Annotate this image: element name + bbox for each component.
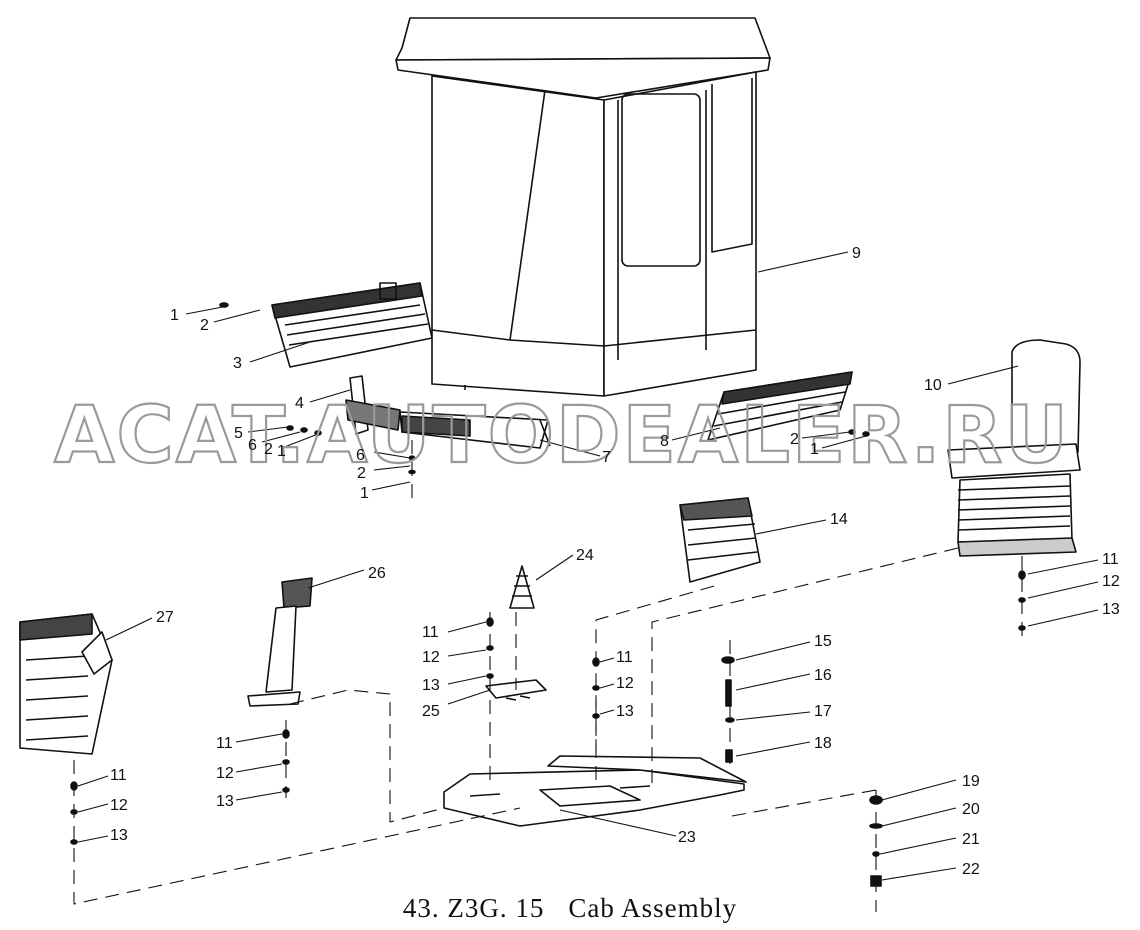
callout-13: 13 xyxy=(1102,601,1120,618)
callout-1: 1 xyxy=(170,307,179,324)
callout-13: 13 xyxy=(422,677,440,694)
callout-13: 13 xyxy=(616,703,634,720)
callout-11: 11 xyxy=(1102,551,1119,568)
callout-18: 18 xyxy=(814,735,832,752)
callout-20: 20 xyxy=(962,801,980,818)
callout-27: 27 xyxy=(156,609,174,626)
callout-26: 26 xyxy=(368,565,386,582)
callout-9: 9 xyxy=(852,245,861,262)
callout-11: 11 xyxy=(422,624,439,641)
caption-code: 43. Z3G. 15 xyxy=(402,893,545,923)
callout-6: 6 xyxy=(356,447,365,464)
steering-column xyxy=(247,577,313,707)
callout-8: 8 xyxy=(660,433,669,450)
callout-7: 7 xyxy=(602,449,611,466)
leader-lines xyxy=(77,251,1099,881)
callout-2: 2 xyxy=(790,431,799,448)
callout-3: 3 xyxy=(233,355,242,372)
diagram-caption: 43. Z3G. 15 Cab Assembly xyxy=(0,893,1140,924)
callout-19: 19 xyxy=(962,773,980,790)
floor-plate xyxy=(443,755,747,827)
caption-title: Cab Assembly xyxy=(568,893,738,923)
callout-2: 2 xyxy=(200,317,209,334)
step-panel-right xyxy=(707,371,853,441)
step-bracket-left xyxy=(345,375,401,435)
callout-17: 17 xyxy=(814,703,832,720)
callout-11: 11 xyxy=(616,649,633,666)
callout-1: 1 xyxy=(810,441,819,458)
callout-1: 1 xyxy=(277,443,286,460)
callout-25: 25 xyxy=(422,703,440,720)
callout-23: 23 xyxy=(678,829,696,846)
spring-boot xyxy=(509,565,535,609)
step-panel-left xyxy=(271,282,433,368)
callout-21: 21 xyxy=(962,831,980,848)
callout-13: 13 xyxy=(216,793,234,810)
callout-15: 15 xyxy=(814,633,832,650)
callout-22: 22 xyxy=(962,861,980,878)
callout-16: 16 xyxy=(814,667,832,684)
side-console xyxy=(19,613,113,755)
callout-24: 24 xyxy=(576,547,594,564)
callout-13: 13 xyxy=(110,827,128,844)
callout-12: 12 xyxy=(216,765,234,782)
callout-10: 10 xyxy=(924,377,942,394)
callout-2: 2 xyxy=(357,465,366,482)
callout-11: 11 xyxy=(216,735,233,752)
callout-5: 5 xyxy=(234,425,243,442)
callout-12: 12 xyxy=(110,797,128,814)
operator-seat xyxy=(947,339,1081,557)
watermark: ACAT.AUTODEALER.RU xyxy=(54,391,1070,481)
callout-12: 12 xyxy=(422,649,440,666)
fasteners xyxy=(70,302,1026,887)
callout-14: 14 xyxy=(830,511,848,528)
control-box xyxy=(679,497,761,583)
callout-12: 12 xyxy=(1102,573,1120,590)
callout-12: 12 xyxy=(616,675,634,692)
cab-body xyxy=(395,17,771,397)
callout-2: 2 xyxy=(264,441,273,458)
assembly-lines xyxy=(73,440,1023,912)
callout-1: 1 xyxy=(360,485,369,502)
callout-11: 11 xyxy=(110,767,127,784)
callout-4: 4 xyxy=(295,395,304,412)
callout-numbers: 1 2 3 4 5 6 2 1 6 2 1 7 8 2 1 9 10 11 12… xyxy=(110,245,1120,878)
callout-6: 6 xyxy=(248,437,257,454)
